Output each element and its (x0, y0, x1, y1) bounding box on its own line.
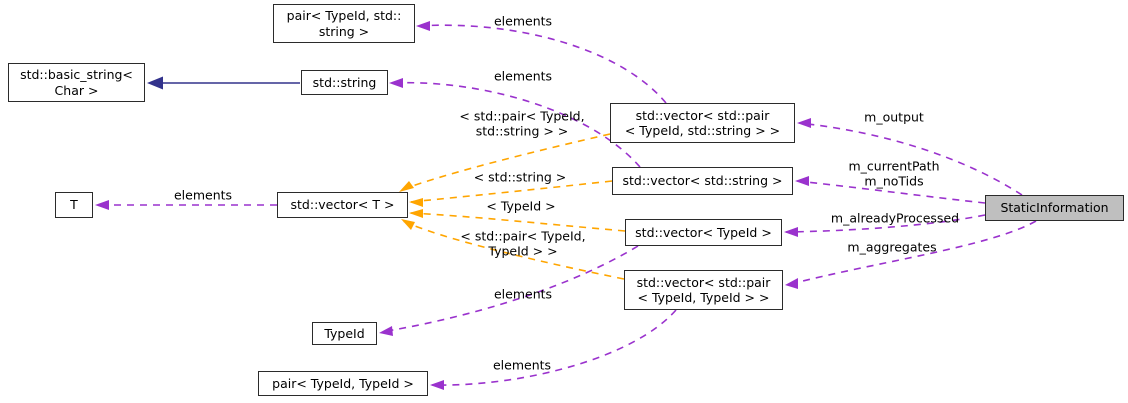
node-pair-typeid-typeid[interactable]: pair< TypeId, TypeId > (258, 371, 428, 396)
node-label: StaticInformation (1000, 200, 1109, 216)
edge-label-template-typeid: < TypeId > (486, 198, 556, 214)
node-label: < TypeId, std::string > > (624, 123, 781, 138)
node-label: T (70, 197, 78, 213)
arrowhead-elements-pairstring (416, 21, 430, 31)
arrowhead-template-typeid (409, 209, 423, 218)
node-vector-pair-typeid-string[interactable]: std::vector< std::pair < TypeId, std::st… (610, 103, 795, 143)
edge-label-elements: elements (173, 187, 233, 203)
node-label: string > (318, 23, 370, 39)
edge-template-string (409, 180, 613, 203)
edge-m-alreadyprocessed (785, 214, 986, 233)
arrowhead-m-output (797, 118, 811, 128)
edge-elements-vectorstring-string (390, 81, 641, 168)
edge-label-elements: elements (493, 68, 553, 84)
edge-label-elements: elements (492, 357, 552, 373)
edge-elements-vectorpairtypeid-pairtypeid (431, 309, 677, 386)
node-label: std::vector< T > (290, 197, 395, 213)
edge-label-template-pair-string: < std::pair< TypeId, std::string > > (459, 108, 585, 139)
node-label: std::basic_string< (20, 67, 133, 83)
arrowhead-template-pairstring (399, 181, 414, 192)
node-std-basic-string[interactable]: std::basic_string< Char > (8, 63, 145, 102)
node-pair-typeid-string[interactable]: pair< TypeId, std:: string > (273, 4, 415, 43)
arrowhead-m-currentpath (795, 176, 809, 186)
edge-label-elements: elements (493, 286, 553, 302)
edge-label-line: m_noTids (864, 173, 924, 188)
edge-label-line: TypeId > > (488, 243, 558, 258)
node-label: std::vector< std::pair (636, 274, 771, 290)
node-label: TypeId (324, 325, 365, 341)
edge-elements-vectorpairstring-pairstring (417, 24, 667, 104)
edge-label-m-aggregates: m_aggregates (847, 239, 937, 255)
arrowhead-inheritance (147, 76, 163, 90)
edge-label-line: std::string > > (475, 123, 569, 138)
edge-template-typeid (409, 212, 626, 232)
arrowhead-elements-string (389, 78, 403, 88)
edge-label-m-alreadyprocessed: m_alreadyProcessed (830, 210, 960, 226)
edge-label-m-output: m_output (864, 109, 924, 125)
node-vector-pair-typeid-typeid[interactable]: std::vector< std::pair < TypeId, TypeId … (624, 270, 783, 310)
node-label: std::vector< std::pair (635, 107, 770, 123)
arrowhead-m-aggregates (785, 278, 798, 289)
node-vector-typeid[interactable]: std::vector< TypeId > (625, 219, 782, 246)
arrowhead-template-string (409, 198, 423, 207)
edge-label-line: m_currentPath (848, 158, 940, 174)
edge-label-m-currentpath-notids: m_currentPath m_noTids (848, 158, 940, 189)
edge-label-line: < std::pair< TypeId, (459, 108, 585, 124)
node-label: Char > (54, 82, 99, 98)
edge-label-line: < std::pair< TypeId, (460, 228, 586, 244)
node-label: < TypeId, TypeId > > (637, 290, 770, 305)
node-static-information: StaticInformation (985, 195, 1124, 221)
node-vector-string[interactable]: std::vector< std::string > (612, 167, 793, 195)
edge-m-output (798, 122, 1023, 196)
node-label: std::vector< std::string > (622, 173, 783, 189)
node-label: pair< TypeId, std:: (286, 8, 402, 24)
arrowhead-elements-pairtypeid (430, 380, 444, 390)
arrowhead-template-pairtypeid (401, 219, 415, 230)
node-t[interactable]: T (55, 192, 93, 218)
node-label: std::string (312, 74, 377, 90)
edge-label-template-string: < std::string > (473, 169, 567, 185)
arrowhead-m-alreadyprocessed (784, 227, 798, 237)
edge-m-aggregates (786, 220, 1037, 286)
edge-label-elements: elements (493, 13, 553, 29)
node-label: std::vector< TypeId > (635, 224, 772, 240)
arrowhead-elements-t (95, 200, 109, 210)
node-typeid[interactable]: TypeId (312, 322, 377, 345)
edge-template-pairstring (400, 133, 611, 191)
node-std-string[interactable]: std::string (301, 70, 388, 95)
edge-label-template-pair-typeid: < std::pair< TypeId, TypeId > > (460, 228, 586, 259)
arrowhead-elements-typeid (379, 326, 393, 336)
node-label: pair< TypeId, TypeId > (272, 375, 414, 391)
edge-template-pairtypeid (402, 220, 625, 280)
node-vector-t[interactable]: std::vector< T > (277, 192, 408, 218)
